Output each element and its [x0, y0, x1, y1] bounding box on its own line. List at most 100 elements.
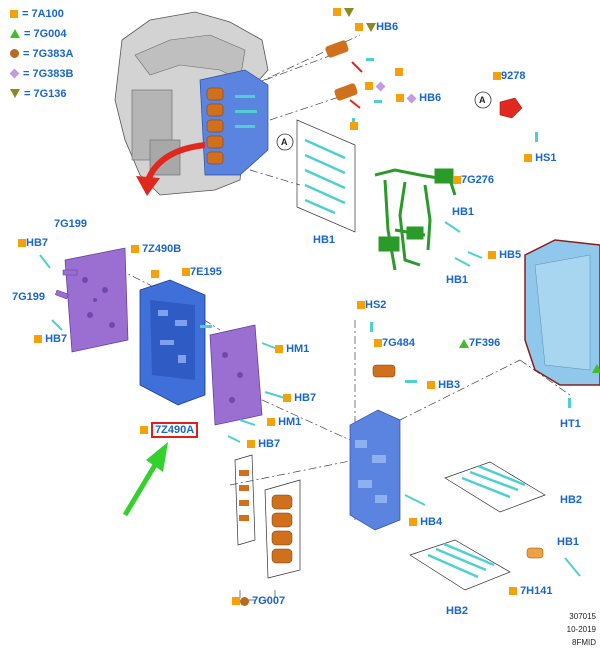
orange-square-icon	[232, 597, 240, 606]
orange-square-icon	[357, 301, 365, 310]
orange-square-icon	[355, 23, 363, 32]
part-label: 7G276	[461, 174, 495, 186]
legend-item-7g383a: = 7G383A	[10, 46, 73, 61]
green-triangle-icon	[459, 338, 469, 348]
label-hb2-b: HB2	[446, 605, 469, 617]
label-hs1: HS1	[524, 152, 556, 165]
orange-square-icon	[509, 587, 517, 596]
label-hb1-bolts: HB1	[313, 234, 336, 246]
orange-square-icon	[247, 440, 255, 449]
label-7g484: 7G484	[374, 337, 415, 350]
legend-text: = 7G136	[24, 87, 67, 100]
orange-square-icon	[453, 176, 461, 185]
callout-circles	[276, 91, 492, 151]
red-removal-arrow	[136, 142, 206, 196]
bracket-9278	[499, 97, 538, 142]
part-label: HM1	[278, 416, 302, 428]
label-hb7-left: HB7	[18, 237, 48, 250]
part-label: 7Z490B	[142, 243, 182, 255]
olive-triangle-icon	[10, 89, 20, 98]
oil-pan	[524, 239, 600, 408]
highlighted-part-label: 7Z490A	[151, 422, 199, 438]
legend-text: = 7G004	[24, 27, 67, 40]
reference-date: 10-2019	[566, 625, 596, 634]
main-valve-body	[139, 279, 212, 406]
orange-square-icon	[493, 72, 501, 81]
part-label: HM1	[286, 343, 310, 355]
orange-square-icon	[409, 518, 417, 527]
wiring-harness	[374, 168, 457, 271]
label-7g007: 7G007	[232, 595, 285, 608]
legend-text: = 7G383B	[23, 67, 74, 80]
label-hb7-mid: HB7	[283, 392, 316, 405]
orange-square-icon	[365, 82, 373, 91]
label-hb7-low: HB7	[247, 438, 280, 451]
orange-square-icon	[131, 245, 139, 254]
label-7z490a: 7Z490A	[140, 422, 199, 438]
label-hb6-mid: HB6	[396, 92, 441, 105]
marker-green-pan	[592, 362, 600, 375]
part-label: 7H141	[520, 585, 553, 597]
label-hs2: HS2	[357, 299, 386, 312]
label-hb1-low: HB1	[557, 536, 580, 548]
label-hb1-right-1: HB1	[452, 206, 475, 218]
legend-text: = 7A100	[22, 7, 64, 20]
part-label: 9278	[501, 70, 526, 82]
part-label: HB6	[419, 92, 442, 104]
label-hb3: HB3	[427, 379, 460, 392]
label-hb4: HB4	[409, 516, 442, 529]
label-hb6-top: HB6	[355, 21, 398, 34]
purple-diamond-icon	[9, 68, 20, 79]
callout-a-bracket: A	[479, 95, 486, 105]
marker-orange-hb6	[395, 66, 403, 79]
olive-triangle-icon	[366, 22, 377, 32]
orange-square-icon	[10, 9, 18, 18]
orange-square-icon	[275, 345, 283, 354]
orange-square-icon	[267, 418, 275, 427]
marker-orange-small	[350, 120, 358, 133]
hb6-fittings	[325, 40, 382, 126]
label-ht1: HT1	[560, 418, 581, 430]
part-label: HS2	[365, 299, 387, 311]
lower-valve-body	[349, 322, 426, 531]
purple-diamond-icon	[375, 81, 386, 92]
separator-plate-7z490a	[209, 324, 263, 426]
part-label: HB5	[499, 249, 522, 261]
label-9278: 9278	[493, 70, 525, 83]
separator-plate-7z490b	[55, 247, 129, 353]
part-label: HB3	[438, 379, 461, 391]
part-label: HB7	[258, 438, 281, 450]
part-label: 7G484	[382, 337, 416, 349]
orange-square-icon	[427, 381, 435, 390]
reference-code: 307015	[569, 612, 596, 621]
left-bolts	[39, 254, 63, 331]
part-label: HB6	[376, 21, 399, 33]
green-triangle-icon	[592, 363, 600, 373]
legend-item-7a100: = 7A100	[10, 6, 64, 21]
part-label: 7E195	[190, 266, 222, 278]
fitting-7h141	[526, 547, 581, 577]
part-label: 7G007	[252, 595, 286, 607]
part-label: HB7	[294, 392, 317, 404]
marker-orange-7e195	[151, 268, 159, 281]
orange-square-icon	[333, 8, 341, 17]
label-7z490b: 7Z490B	[131, 243, 181, 256]
label-7h141: 7H141	[509, 585, 552, 598]
orange-square-icon	[140, 426, 148, 435]
solenoid-set	[234, 454, 301, 579]
label-7g276: 7G276	[453, 174, 494, 187]
transmission-housing	[114, 11, 269, 196]
legend-text: = 7G383A	[23, 47, 74, 60]
label-7g199-top: 7G199	[54, 218, 88, 230]
legend-item-7g004: = 7G004	[10, 26, 67, 41]
olive-triangle-icon	[344, 7, 355, 17]
label-7f396: 7F396	[459, 337, 500, 350]
legend-item-7g383b: = 7G383B	[9, 66, 74, 81]
label-hm1-b: HM1	[267, 416, 301, 429]
orange-square-icon	[488, 251, 496, 260]
callout-a-housing: A	[281, 137, 288, 147]
markers-hb6-top	[333, 6, 355, 19]
brown-circle-icon	[240, 596, 249, 606]
